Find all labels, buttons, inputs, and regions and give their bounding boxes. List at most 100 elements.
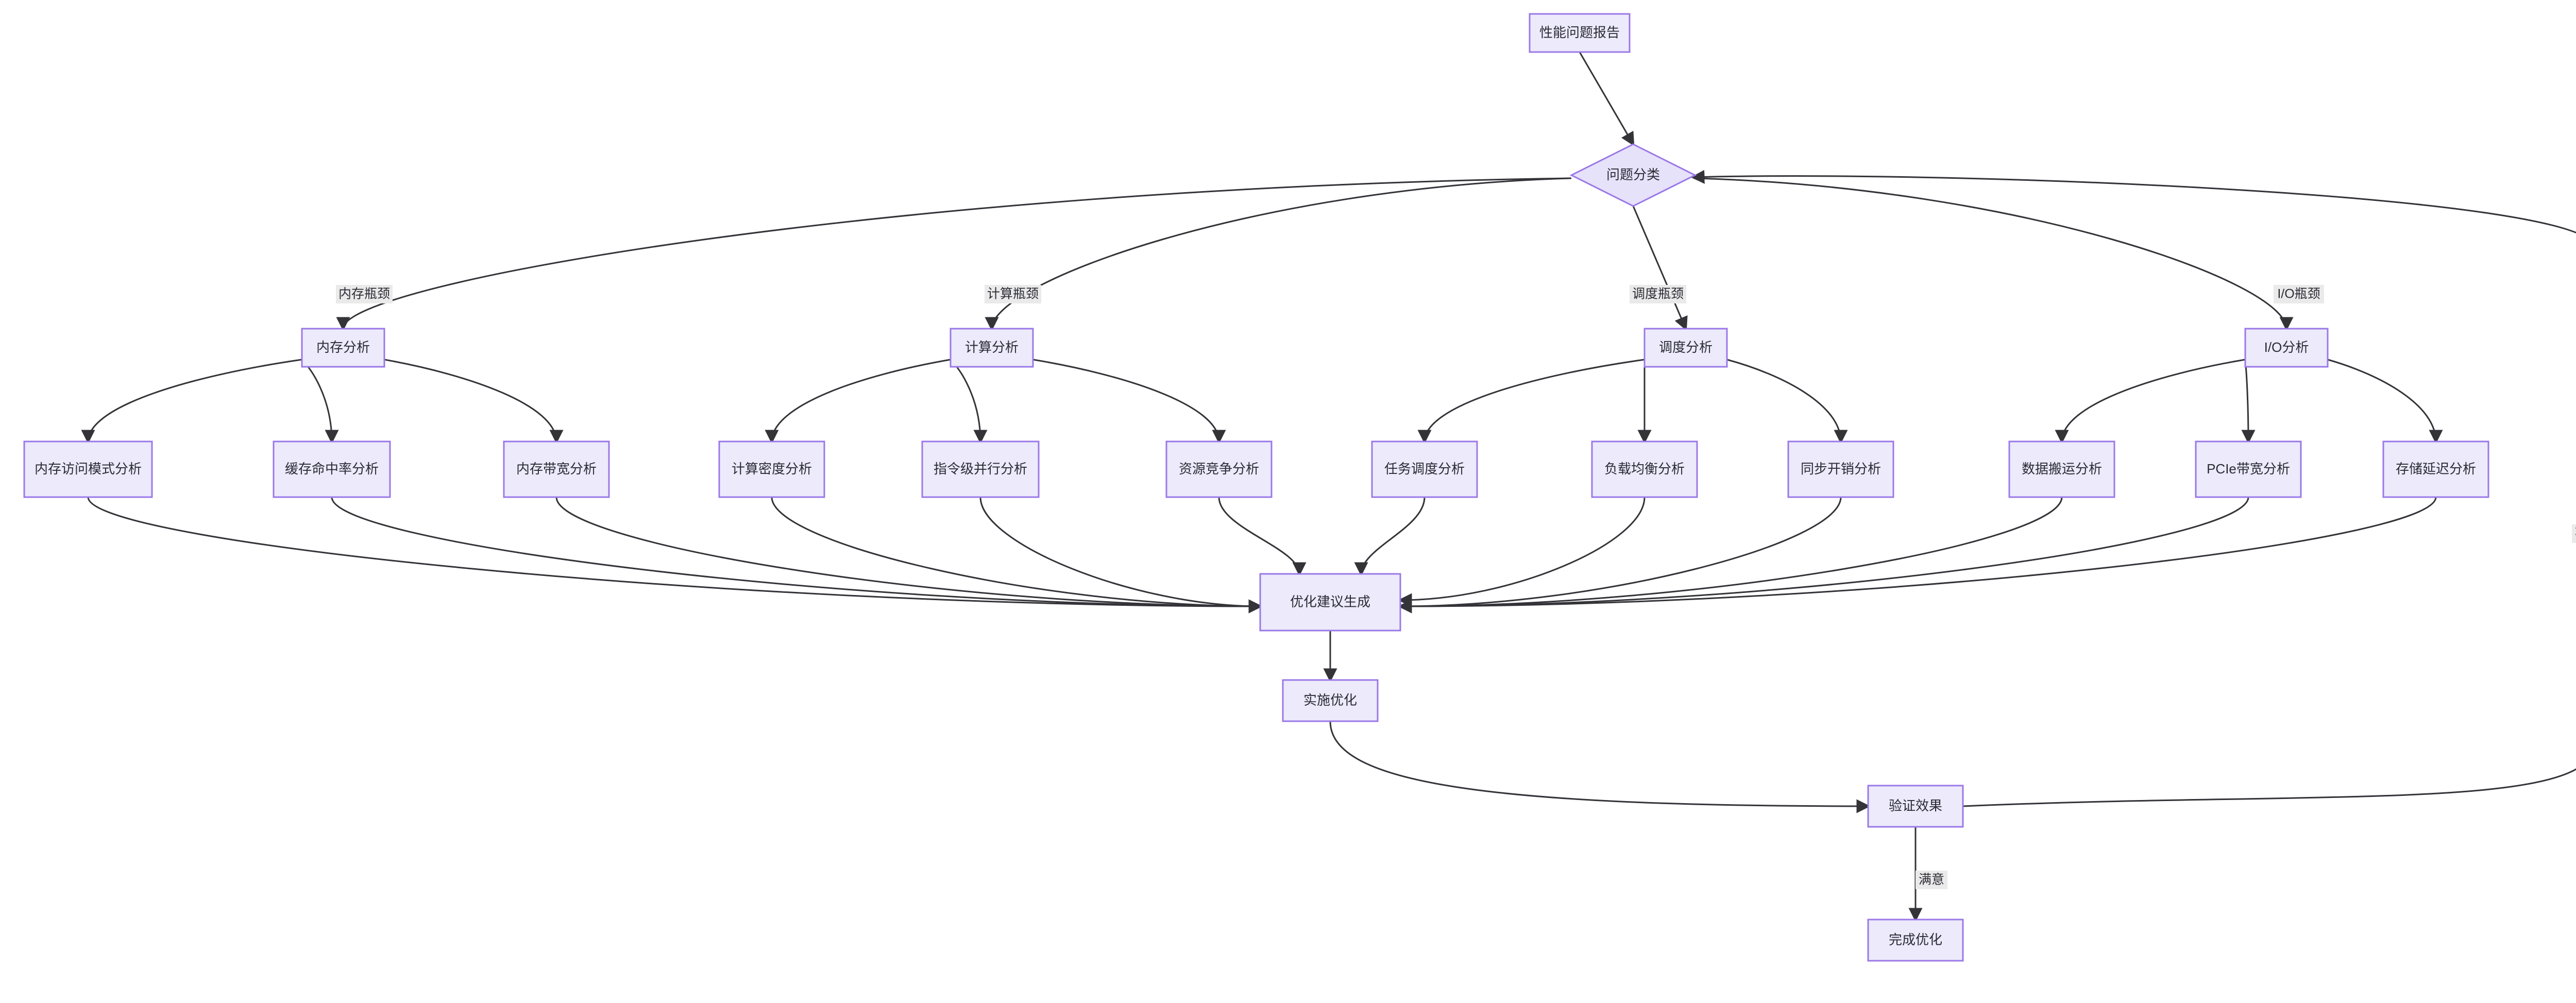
- node-mem[interactable]: 内存分析: [301, 328, 385, 368]
- edge-label-background: [1916, 871, 1947, 889]
- node-label-task_sched: 任务调度分析: [1384, 461, 1465, 477]
- node-shape-rect: [2244, 328, 2329, 368]
- node-label-mem_bw: 内存带宽分析: [516, 461, 597, 477]
- edge-label-background: [2572, 524, 2576, 543]
- edge-io-to-pcie_bw: [2241, 359, 2256, 444]
- edge-compute-to-comp_density: [765, 359, 951, 444]
- edge-mem_bw-to-suggest: [555, 497, 1263, 614]
- node-task_sched[interactable]: 任务调度分析: [1371, 440, 1478, 498]
- edge-load_balance-to-suggest: [1398, 497, 1646, 607]
- node-label-suggest: 优化建议生成: [1290, 594, 1370, 609]
- node-shape-rect: [1371, 440, 1478, 498]
- edge-label-text: 计算瓶颈: [987, 287, 1039, 301]
- node-classify[interactable]: 问题分类: [1569, 143, 1697, 207]
- node-label-data_move: 数据搬运分析: [2022, 461, 2102, 477]
- node-label-cache_hit: 缓存命中率分析: [285, 461, 379, 477]
- node-label-contention: 资源竞争分析: [1179, 461, 1259, 477]
- edge-compute-to-ilp: [950, 359, 988, 444]
- edge-mem_access-to-suggest: [87, 497, 1263, 614]
- node-shape-rect: [23, 440, 153, 498]
- node-done[interactable]: 完成优化: [1867, 919, 1964, 962]
- node-label-sync_cost: 同步开销分析: [1801, 461, 1881, 477]
- node-shape-rect: [301, 328, 385, 368]
- edge-sched-to-task_sched: [1417, 359, 1645, 444]
- edge-label-classify-to-mem: 内存瓶颈: [336, 285, 393, 303]
- node-verify[interactable]: 验证效果: [1867, 785, 1964, 828]
- edge-label-background: [985, 285, 1041, 303]
- edge-label-text: 不满意: [2574, 526, 2576, 541]
- edge-label-text: 调度瓶颈: [1632, 287, 1684, 301]
- node-shape-rect: [503, 440, 610, 498]
- node-shape-rect: [718, 440, 825, 498]
- node-suggest[interactable]: 优化建议生成: [1259, 573, 1401, 632]
- edge-implement-to-verify: [1329, 721, 1871, 813]
- node-shape-rect: [1867, 785, 1964, 828]
- edge-io-to-data_move: [2055, 359, 2246, 444]
- node-shape-rect: [1591, 440, 1698, 498]
- edge-compute-to-contention: [1032, 359, 1226, 444]
- node-label-sched: 调度分析: [1659, 339, 1713, 355]
- node-shape-rect: [1787, 440, 1894, 498]
- edge-label-text: I/O瓶颈: [2277, 287, 2320, 301]
- edge-classify-to-sched: [1632, 206, 1688, 331]
- node-mem_bw[interactable]: 内存带宽分析: [503, 440, 610, 498]
- node-compute[interactable]: 计算分析: [950, 328, 1034, 368]
- node-ilp[interactable]: 指令级并行分析: [921, 440, 1040, 498]
- edge-mem-to-cache_hit: [301, 359, 339, 444]
- edge-verify-to-classify: [1690, 169, 2576, 807]
- edge-comp_density-to-suggest: [771, 497, 1263, 614]
- node-shape-rect: [921, 440, 1040, 498]
- node-label-io: I/O分析: [2264, 339, 2309, 355]
- node-report[interactable]: 性能问题报告: [1529, 13, 1631, 53]
- edge-sched-to-sync_cost: [1726, 359, 1848, 444]
- node-storage_lat[interactable]: 存储延迟分析: [2382, 440, 2489, 498]
- node-contention[interactable]: 资源竞争分析: [1165, 440, 1273, 498]
- edge-label-background: [336, 285, 393, 303]
- edge-label-verify-to-done: 满意: [1916, 871, 1947, 889]
- edge-label-classify-to-compute: 计算瓶颈: [985, 285, 1041, 303]
- node-shape-rect: [273, 440, 391, 498]
- node-label-comp_density: 计算密度分析: [732, 461, 812, 477]
- node-data_move[interactable]: 数据搬运分析: [2008, 440, 2115, 498]
- node-io[interactable]: I/O分析: [2244, 328, 2329, 368]
- node-mem_access[interactable]: 内存访问模式分析: [23, 440, 153, 498]
- node-shape-rect: [1282, 679, 1379, 722]
- edge-sync_cost-to-suggest: [1398, 497, 1842, 614]
- node-label-verify: 验证效果: [1889, 798, 1942, 813]
- node-load_balance[interactable]: 负载均衡分析: [1591, 440, 1698, 498]
- node-comp_density[interactable]: 计算密度分析: [718, 440, 825, 498]
- edge-label-text: 内存瓶颈: [338, 287, 390, 301]
- edges-layer: [81, 52, 2576, 922]
- node-label-done: 完成优化: [1889, 932, 1942, 947]
- node-shape-rect: [950, 328, 1034, 368]
- node-pcie_bw[interactable]: PCIe带宽分析: [2195, 440, 2302, 498]
- node-label-implement: 实施优化: [1303, 692, 1357, 708]
- edge-ilp-to-suggest: [979, 497, 1263, 614]
- node-sched[interactable]: 调度分析: [1643, 328, 1728, 368]
- edge-label-text: 满意: [1919, 873, 1944, 887]
- edge-classify-to-mem: [336, 177, 1572, 331]
- node-label-compute: 计算分析: [965, 339, 1019, 355]
- edge-label-background: [2274, 285, 2324, 303]
- node-label-mem_access: 内存访问模式分析: [35, 461, 142, 477]
- edge-io-to-storage_lat: [2327, 359, 2443, 444]
- edge-pcie_bw-to-suggest: [1398, 497, 2249, 614]
- node-shape-rect: [1165, 440, 1273, 498]
- edge-label-background: [1630, 285, 1686, 303]
- node-shape-rect: [2195, 440, 2302, 498]
- node-label-pcie_bw: PCIe带宽分析: [2207, 461, 2290, 477]
- edge-storage_lat-to-suggest: [1398, 497, 2437, 614]
- edge-label-verify-to-classify: 不满意: [2572, 524, 2576, 543]
- edge-mem-to-mem_access: [81, 359, 302, 444]
- node-sync_cost[interactable]: 同步开销分析: [1787, 440, 1894, 498]
- edge-task_sched-to-suggest: [1354, 497, 1426, 576]
- node-implement[interactable]: 实施优化: [1282, 679, 1379, 722]
- edge-data_move-to-suggest: [1398, 497, 2063, 614]
- node-cache_hit[interactable]: 缓存命中率分析: [273, 440, 391, 498]
- node-label-storage_lat: 存储延迟分析: [2396, 461, 2476, 477]
- node-shape-diamond: [1569, 143, 1697, 207]
